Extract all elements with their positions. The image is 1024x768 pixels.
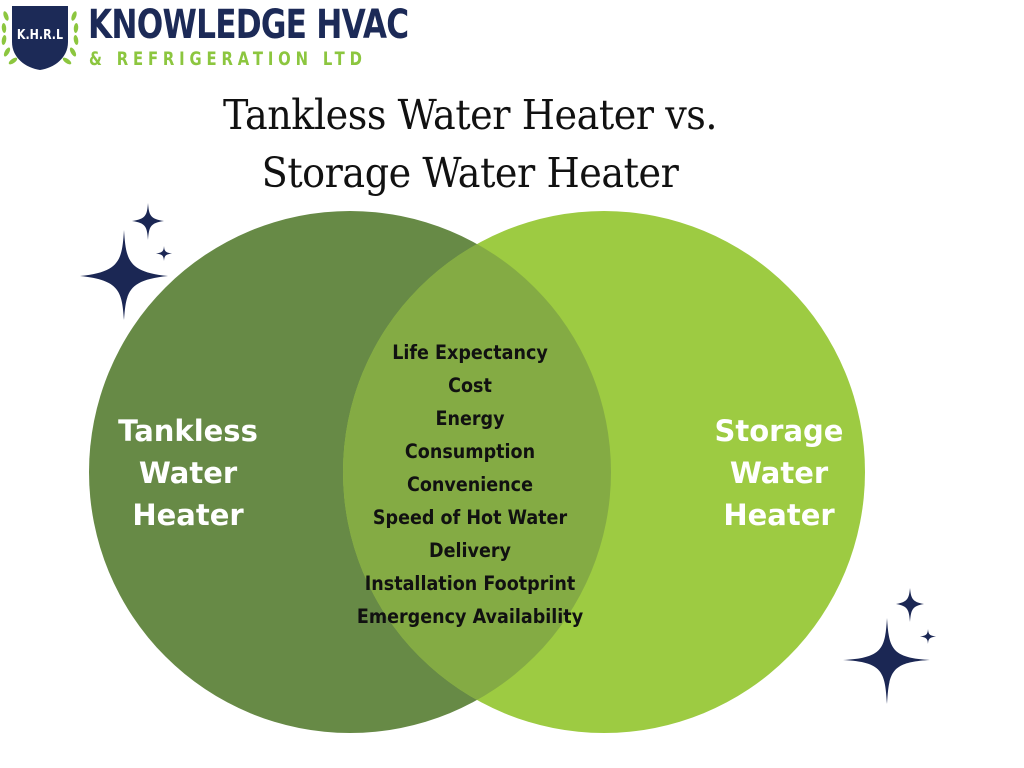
overlap-item: Installation Footprint: [364, 572, 576, 595]
overlap-item: Speed of Hot Water: [372, 506, 568, 529]
overlap-item: Emergency Availability: [356, 605, 584, 628]
overlap-item: Delivery: [429, 539, 511, 562]
page-title-line-2: Storage Water Heater: [261, 149, 679, 197]
venn-label-storage: Storage Water Heater: [690, 410, 868, 536]
page-title-line-1: Tankless Water Heater vs.: [222, 91, 718, 139]
venn-overlap-region: [343, 211, 611, 733]
sparkle-cluster-top-left-icon: [80, 203, 172, 320]
label-line: Water: [729, 456, 829, 490]
laurel-shield-emblem-icon: K.H.R.L: [1, 6, 79, 70]
venn-overlap-list: Life Expectancy Cost Energy Consumption …: [320, 336, 620, 633]
overlap-item: Life Expectancy: [392, 341, 548, 364]
overlap-item: Convenience: [407, 473, 533, 496]
label-line: Heater: [723, 498, 835, 532]
logo-emblem-text: K.H.R.L: [17, 27, 63, 42]
label-line: Heater: [132, 498, 244, 532]
logo-company-subtitle: & REFRIGERATION LTD: [89, 48, 367, 70]
page-title: Tankless Water Heater vs. Storage Water …: [0, 86, 940, 202]
label-line: Water: [138, 456, 238, 490]
sparkle-cluster-bottom-right-icon: [843, 588, 936, 704]
overlap-item: Cost: [448, 374, 492, 397]
overlap-item: Consumption: [404, 440, 536, 463]
logo-company-name: KNOWLEDGE HVAC: [88, 2, 409, 48]
label-line: Storage: [714, 414, 844, 448]
overlap-item: Energy: [435, 407, 505, 430]
company-logo: K.H.R.L KNOWLEDGE HVAC & REFRIGERATION L…: [0, 0, 409, 76]
venn-label-tankless: Tankless Water Heater: [98, 410, 278, 536]
label-line: Tankless: [118, 414, 258, 448]
